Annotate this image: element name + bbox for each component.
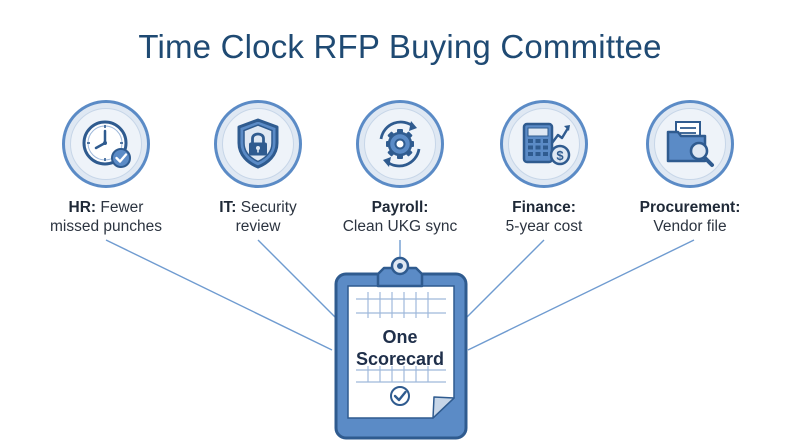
connector-procurement [467, 239, 695, 351]
hr-desc-line1: Fewer [100, 199, 144, 216]
finance-desc: 5-year cost [505, 218, 583, 235]
payroll-circle [356, 100, 444, 188]
scorecard-line1: One [382, 327, 418, 347]
page-title: Time Clock RFP Buying Committee [138, 28, 662, 65]
procurement-circle [646, 100, 734, 188]
finance-circle: $ [500, 100, 588, 188]
calculator-dollar-icon: $ [522, 122, 571, 166]
it-desc-line1: Security [240, 199, 297, 216]
payroll-desc: Clean UKG sync [342, 218, 458, 235]
payroll-role: Payroll: [371, 199, 429, 216]
hr-desc-line2: missed punches [49, 218, 162, 235]
scorecard-label: One Scorecard [340, 326, 460, 370]
hr-label: HR: Fewer missed punches [31, 198, 181, 236]
it-circle [214, 100, 302, 188]
it-role: IT: [219, 199, 237, 216]
finance-label: Finance: 5-year cost [469, 198, 619, 236]
finance-role: Finance: [512, 199, 576, 216]
procurement-label: Procurement: Vendor file [615, 198, 765, 236]
payroll-label: Payroll: Clean UKG sync [325, 198, 475, 236]
shield-lock-icon [237, 118, 279, 169]
scorecard-line2: Scorecard [355, 349, 445, 369]
clock-check-icon [82, 120, 131, 168]
connector-finance [465, 239, 545, 319]
connector-hr [105, 239, 333, 351]
hr-role: HR: [68, 199, 97, 216]
gear-sync-icon [379, 120, 421, 168]
procurement-role: Procurement: [639, 199, 741, 216]
svg-text:$: $ [556, 148, 564, 163]
folder-search-icon [666, 121, 714, 167]
it-desc-line2: review [235, 218, 281, 235]
connector-it [257, 239, 337, 319]
procurement-desc: Vendor file [653, 218, 727, 235]
check-icon [390, 386, 410, 406]
hr-circle [62, 100, 150, 188]
it-label: IT: Security review [183, 198, 333, 236]
